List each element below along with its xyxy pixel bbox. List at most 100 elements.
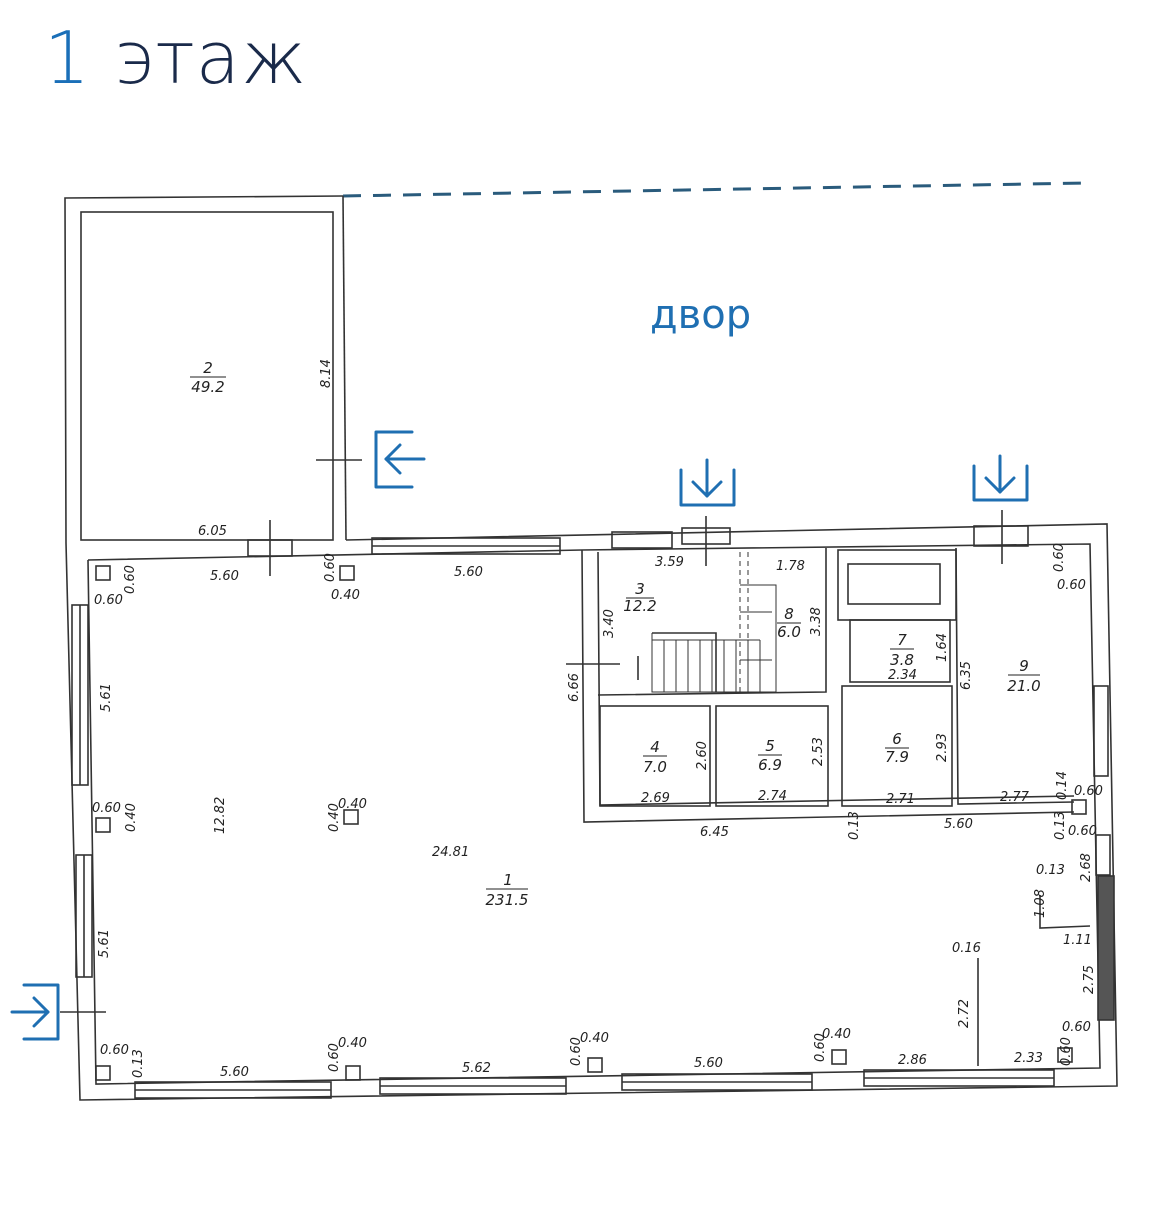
dim-label: 0.60 xyxy=(323,553,338,582)
room-3-num: 3 xyxy=(635,580,645,598)
dim-label: 5.60 xyxy=(694,1056,723,1071)
wall-core-outer xyxy=(581,549,1075,823)
dim-label: 2.75 xyxy=(1082,965,1097,994)
dim-label: 2.72 xyxy=(957,999,972,1028)
windows xyxy=(71,531,1111,1099)
wall-room3 xyxy=(597,548,827,696)
dim-label: 5.61 xyxy=(97,929,112,958)
dim-label: 2.77 xyxy=(1000,790,1030,805)
room-7-num: 7 xyxy=(897,631,907,649)
dim-label: 0.60 xyxy=(94,593,123,608)
room-7-area: 3.8 xyxy=(890,651,914,669)
door-marks xyxy=(60,459,1029,1013)
dim-label: 0.13 xyxy=(131,1049,146,1078)
entry-arrow-left-icon xyxy=(374,430,426,489)
dim-label: 3.38 xyxy=(809,607,824,636)
room-8-num: 8 xyxy=(784,605,794,623)
dim-label: 5.61 xyxy=(99,683,114,712)
room4-walls xyxy=(599,705,711,807)
dim-label: 1.08 xyxy=(1033,889,1048,918)
hatched-wall xyxy=(1097,875,1115,1021)
room-4-num: 4 xyxy=(650,738,660,756)
room-6-num: 6 xyxy=(892,730,902,748)
room-2-num: 2 xyxy=(203,359,213,377)
room-5-area: 6.9 xyxy=(758,756,782,774)
dim-label: 0.16 xyxy=(952,941,981,956)
dim-label: 0.60 xyxy=(1059,1037,1074,1066)
dim-label: 0.40 xyxy=(327,803,342,832)
yard-boundary-line xyxy=(342,181,1086,198)
dim-label: 0.40 xyxy=(822,1027,851,1042)
dim-label: 0.13 xyxy=(1036,863,1065,878)
room2-inner xyxy=(80,211,334,541)
yard-label: двор xyxy=(650,292,752,338)
wall-room2-right-outer xyxy=(342,195,347,541)
room-1-area: 231.5 xyxy=(486,891,529,909)
room-9-num: 9 xyxy=(1019,657,1029,675)
room-box-top-inner xyxy=(847,563,941,605)
dim-label: 2.86 xyxy=(898,1053,927,1068)
page-title: 1 этаж xyxy=(44,16,307,100)
stairs xyxy=(651,552,777,693)
dim-label: 0.40 xyxy=(331,588,360,603)
room-3-area: 12.2 xyxy=(623,597,656,615)
room5-walls xyxy=(715,705,829,807)
room-labels: 1 231.5 2 49.2 3 12.2 4 7.0 5 6.9 6 7.9 … xyxy=(190,359,1041,909)
room-9-area: 21.0 xyxy=(1007,677,1040,695)
room-box-top xyxy=(837,549,957,621)
dim-label: 3.59 xyxy=(655,555,684,570)
wall-room2-outer xyxy=(64,195,344,544)
dim-label: 2.68 xyxy=(1079,853,1094,882)
wall-main-inner xyxy=(87,543,1101,1085)
dim-label: 2.33 xyxy=(1014,1051,1043,1066)
dim-label: 0.60 xyxy=(327,1043,342,1072)
dim-label: 0.13 xyxy=(1053,811,1068,840)
dim-label: 0.60 xyxy=(1057,578,1086,593)
room-2-area: 49.2 xyxy=(191,378,224,396)
floor-number: 1 xyxy=(44,16,91,100)
dim-label: 2.53 xyxy=(811,737,826,766)
dim-label: 2.69 xyxy=(641,791,670,806)
dim-label: 2.34 xyxy=(888,668,917,683)
dim-label: 0.60 xyxy=(123,565,138,594)
dim-label: 8.14 xyxy=(319,359,334,388)
room-5-num: 5 xyxy=(765,737,775,755)
dim-label: 0.13 xyxy=(847,811,862,840)
room-1-num: 1 xyxy=(503,871,513,889)
room-8-area: 6.0 xyxy=(777,623,801,641)
entry-arrow-right-icon xyxy=(10,983,60,1041)
dim-label: 5.60 xyxy=(210,569,239,584)
wall-core-inner xyxy=(597,551,1075,806)
dim-label: 0.40 xyxy=(338,797,367,812)
dim-label: 2.60 xyxy=(695,741,710,770)
dim-label: 1.64 xyxy=(935,633,950,662)
dim-label: 5.62 xyxy=(462,1061,491,1076)
dim-label: 0.60 xyxy=(1062,1020,1091,1035)
dim-label: 5.60 xyxy=(454,565,483,580)
dim-label: 24.81 xyxy=(432,845,469,860)
entry-arrow-down-icon xyxy=(972,454,1029,502)
floor-word: этаж xyxy=(114,16,308,100)
dim-label: 12.82 xyxy=(213,797,228,834)
wall-room9 xyxy=(955,547,1075,805)
dim-label: 2.74 xyxy=(758,789,787,804)
dim-label: 0.60 xyxy=(1068,824,1097,839)
entry-arrow-down-icon xyxy=(679,458,736,507)
dim-label: 0.60 xyxy=(813,1033,828,1062)
dim-label: 0.40 xyxy=(580,1031,609,1046)
dim-label: 0.60 xyxy=(100,1043,129,1058)
partition-right xyxy=(1039,895,1091,929)
wall-room8 xyxy=(652,632,717,692)
dim-label: 0.40 xyxy=(338,1036,367,1051)
room7-walls xyxy=(849,619,951,683)
dim-label: 3.40 xyxy=(602,609,617,638)
dim-label: 6.66 xyxy=(567,673,582,702)
dim-label: 6.35 xyxy=(959,661,974,690)
dim-label: 2.71 xyxy=(886,792,915,807)
dim-label: 0.60 xyxy=(569,1037,584,1066)
dim-label: 1.11 xyxy=(1063,933,1092,948)
dim-label: 0.60 xyxy=(92,801,121,816)
dim-label: 6.45 xyxy=(700,825,729,840)
dim-label: 0.14 xyxy=(1055,771,1070,800)
